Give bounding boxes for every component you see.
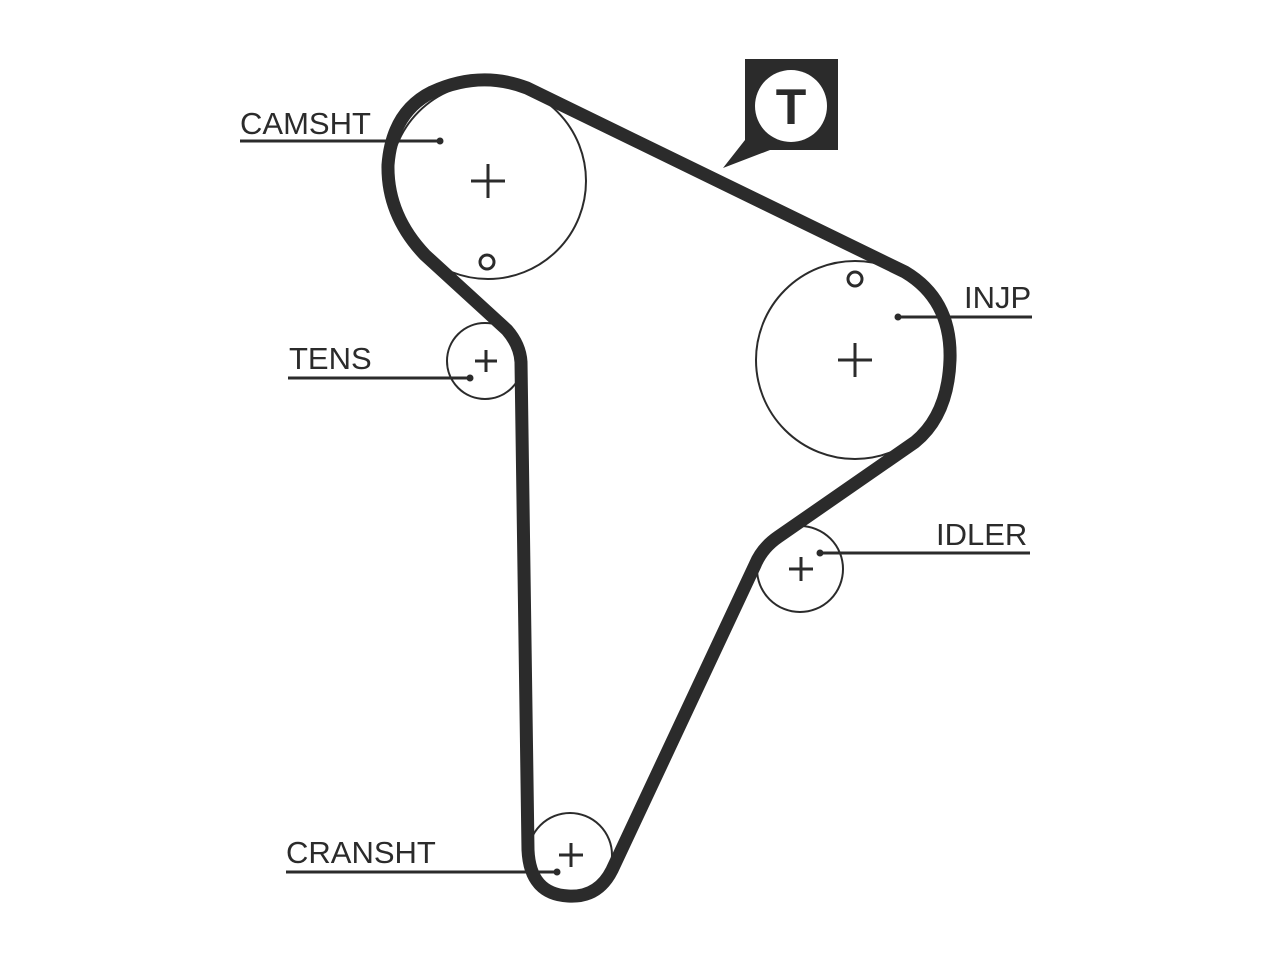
badge-letter: T xyxy=(776,79,807,135)
badge-inner-circle xyxy=(755,70,827,142)
injection-pump-center-cross xyxy=(838,343,872,377)
camshaft-leader xyxy=(240,137,444,145)
tensioner-label: TENS xyxy=(289,341,372,376)
injection-pump-label: INJP xyxy=(964,280,1031,315)
timing-belt xyxy=(381,73,957,903)
injection-pump-timing-mark xyxy=(846,270,864,288)
crankshaft-leader xyxy=(286,868,561,876)
injection-pump-leader xyxy=(894,313,1032,321)
crankshaft-center-cross xyxy=(559,843,583,867)
tension-badge: T xyxy=(723,59,838,168)
camshaft-label: CAMSHT xyxy=(240,106,371,141)
idler-center-cross xyxy=(789,557,813,581)
crankshaft-label: CRANSHT xyxy=(286,835,436,870)
idler-leader xyxy=(816,549,1030,557)
tensioner-center-cross xyxy=(475,350,497,372)
tensioner-leader xyxy=(288,374,474,382)
idler-label: IDLER xyxy=(936,517,1027,552)
camshaft-center-cross xyxy=(471,164,505,198)
camshaft-timing-mark xyxy=(478,253,496,271)
